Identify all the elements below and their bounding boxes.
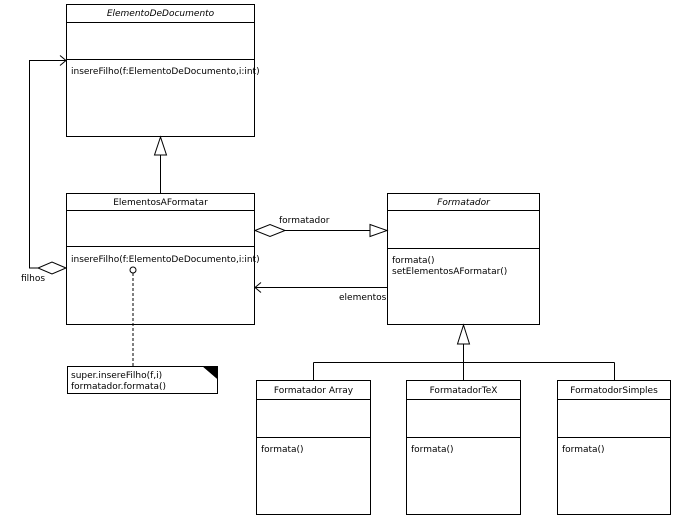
class-elemento-de-documento[interactable]: ElementoDeDocumento insereFilho(f:Elemen… [66,4,260,137]
operation: setElementosAFormatar() [392,267,507,277]
association-elementos: elementos [254,282,387,303]
hollow-triangle-arrowhead [153,135,168,156]
class-box [406,380,521,515]
aggregation-diamond [36,261,68,275]
association-label: elementos [339,293,387,303]
note-box [67,366,218,394]
class-formatador-tex[interactable]: FormatadorTeX formata() [406,380,521,515]
open-arrowhead [59,55,67,66]
class-name: ElementoDeDocumento [107,9,215,19]
operation: formata() [392,256,435,266]
association-formatador: formatador [253,216,389,238]
note-anchor-circle [129,266,137,274]
implementation-note[interactable]: super.insereFilho(f,i) formatador.format… [67,266,218,394]
class-box [387,193,540,325]
class-formatador[interactable]: Formatador formata() setElementosAFormat… [387,193,540,325]
note-folded-corner [202,366,218,380]
open-arrowhead [254,282,262,293]
class-box [66,4,255,137]
association-line [29,60,66,269]
aggregation-diamond [253,223,287,238]
class-box [557,380,671,515]
association-label: filhos [21,274,45,284]
class-name: FormatadorTeX [430,386,498,396]
class-name: ElementosAFormatar [113,198,208,208]
class-name: Formatador Array [274,386,354,396]
operation: insereFilho(f:ElementoDeDocumento,i:int) [71,67,260,77]
hollow-triangle-arrowhead [456,323,471,345]
class-formatador-array[interactable]: Formatador Array formata() [256,380,371,515]
class-box [256,380,371,515]
generalization-elementos-to-elemento [153,135,168,193]
association-filhos: filhos [21,55,68,284]
generalization-formatadores [313,323,615,380]
operation: formata() [562,445,605,455]
hollow-triangle-arrowhead [369,223,389,238]
class-elementos-a-formatar[interactable]: ElementosAFormatar insereFilho(f:Element… [66,193,260,325]
association-label: formatador [279,216,330,226]
class-name: FormatodorSimples [570,386,658,396]
operation: insereFilho(f:ElementoDeDocumento,i:int) [71,255,260,265]
class-formatodor-simples[interactable]: FormatodorSimples formata() [557,380,671,515]
operation: formata() [411,445,454,455]
class-name: Formatador [437,198,491,208]
note-line: formatador.formata() [71,382,166,392]
class-box [66,193,255,325]
note-line: super.insereFilho(f,i) [71,371,162,381]
operation: formata() [261,445,304,455]
